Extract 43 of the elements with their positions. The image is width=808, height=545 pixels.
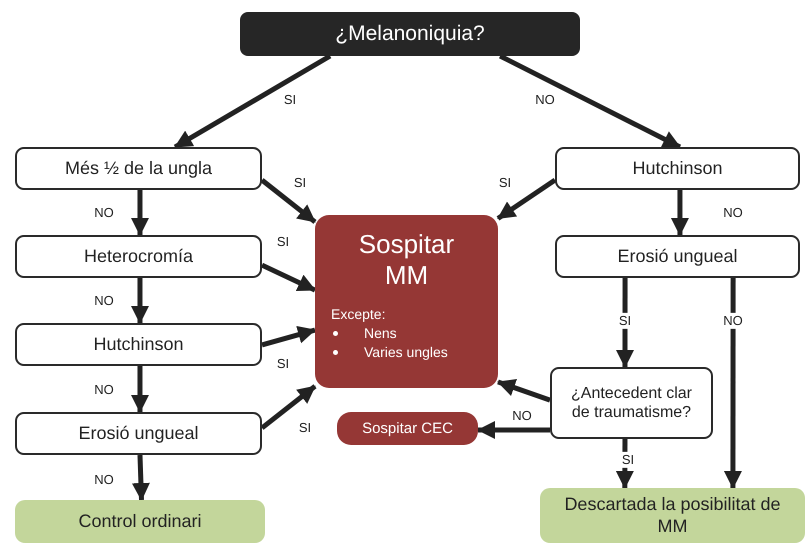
node-text: Hutchinson	[632, 158, 723, 180]
decision-box	[15, 412, 262, 455]
arrow	[261, 326, 316, 348]
arrow	[130, 366, 149, 413]
arrow	[132, 454, 150, 501]
arrow	[498, 54, 682, 150]
note-text: Excepte:	[330, 305, 386, 324]
arrow	[130, 278, 149, 324]
arrow	[477, 421, 550, 439]
node-text: Sospitar CEC	[362, 420, 453, 438]
node-text: Erosió ungueal	[78, 422, 199, 444]
node-text: ¿Melanoniquia?	[335, 21, 485, 47]
arrow	[174, 54, 332, 150]
node-text: Control ordinari	[78, 510, 202, 532]
decision-box	[550, 367, 713, 439]
arrow	[724, 278, 742, 489]
bullet-item: Varies ungles	[364, 343, 448, 362]
arrow	[260, 262, 316, 292]
arrow	[496, 178, 556, 221]
bullet-item: Nens	[364, 324, 397, 344]
decision-box	[555, 235, 800, 278]
node-text: ¿Antecedent clar de traumatisme?	[570, 384, 693, 422]
arrow	[260, 178, 317, 224]
arrow	[260, 384, 317, 430]
node-text: Heterocromía	[84, 246, 194, 268]
node-text: Més ½ de la ungla	[64, 158, 212, 180]
start-box	[240, 12, 580, 56]
arrow	[670, 190, 689, 236]
arrow	[616, 278, 634, 368]
node-text: Erosió ungueal	[617, 246, 738, 268]
arrow	[497, 379, 551, 402]
decision-box	[15, 235, 262, 278]
node-title: Sospitar MM	[358, 229, 456, 292]
outcome-box	[15, 500, 265, 543]
result-box	[337, 412, 478, 445]
decision-box	[15, 323, 262, 366]
decision-box	[555, 147, 800, 190]
node-text: Hutchinson	[93, 334, 184, 356]
arrow	[130, 190, 149, 236]
node-text: Descartada la posibilitat de MM	[563, 494, 782, 538]
outcome-box	[540, 488, 805, 543]
result-box	[315, 215, 498, 388]
decision-box	[15, 147, 262, 190]
